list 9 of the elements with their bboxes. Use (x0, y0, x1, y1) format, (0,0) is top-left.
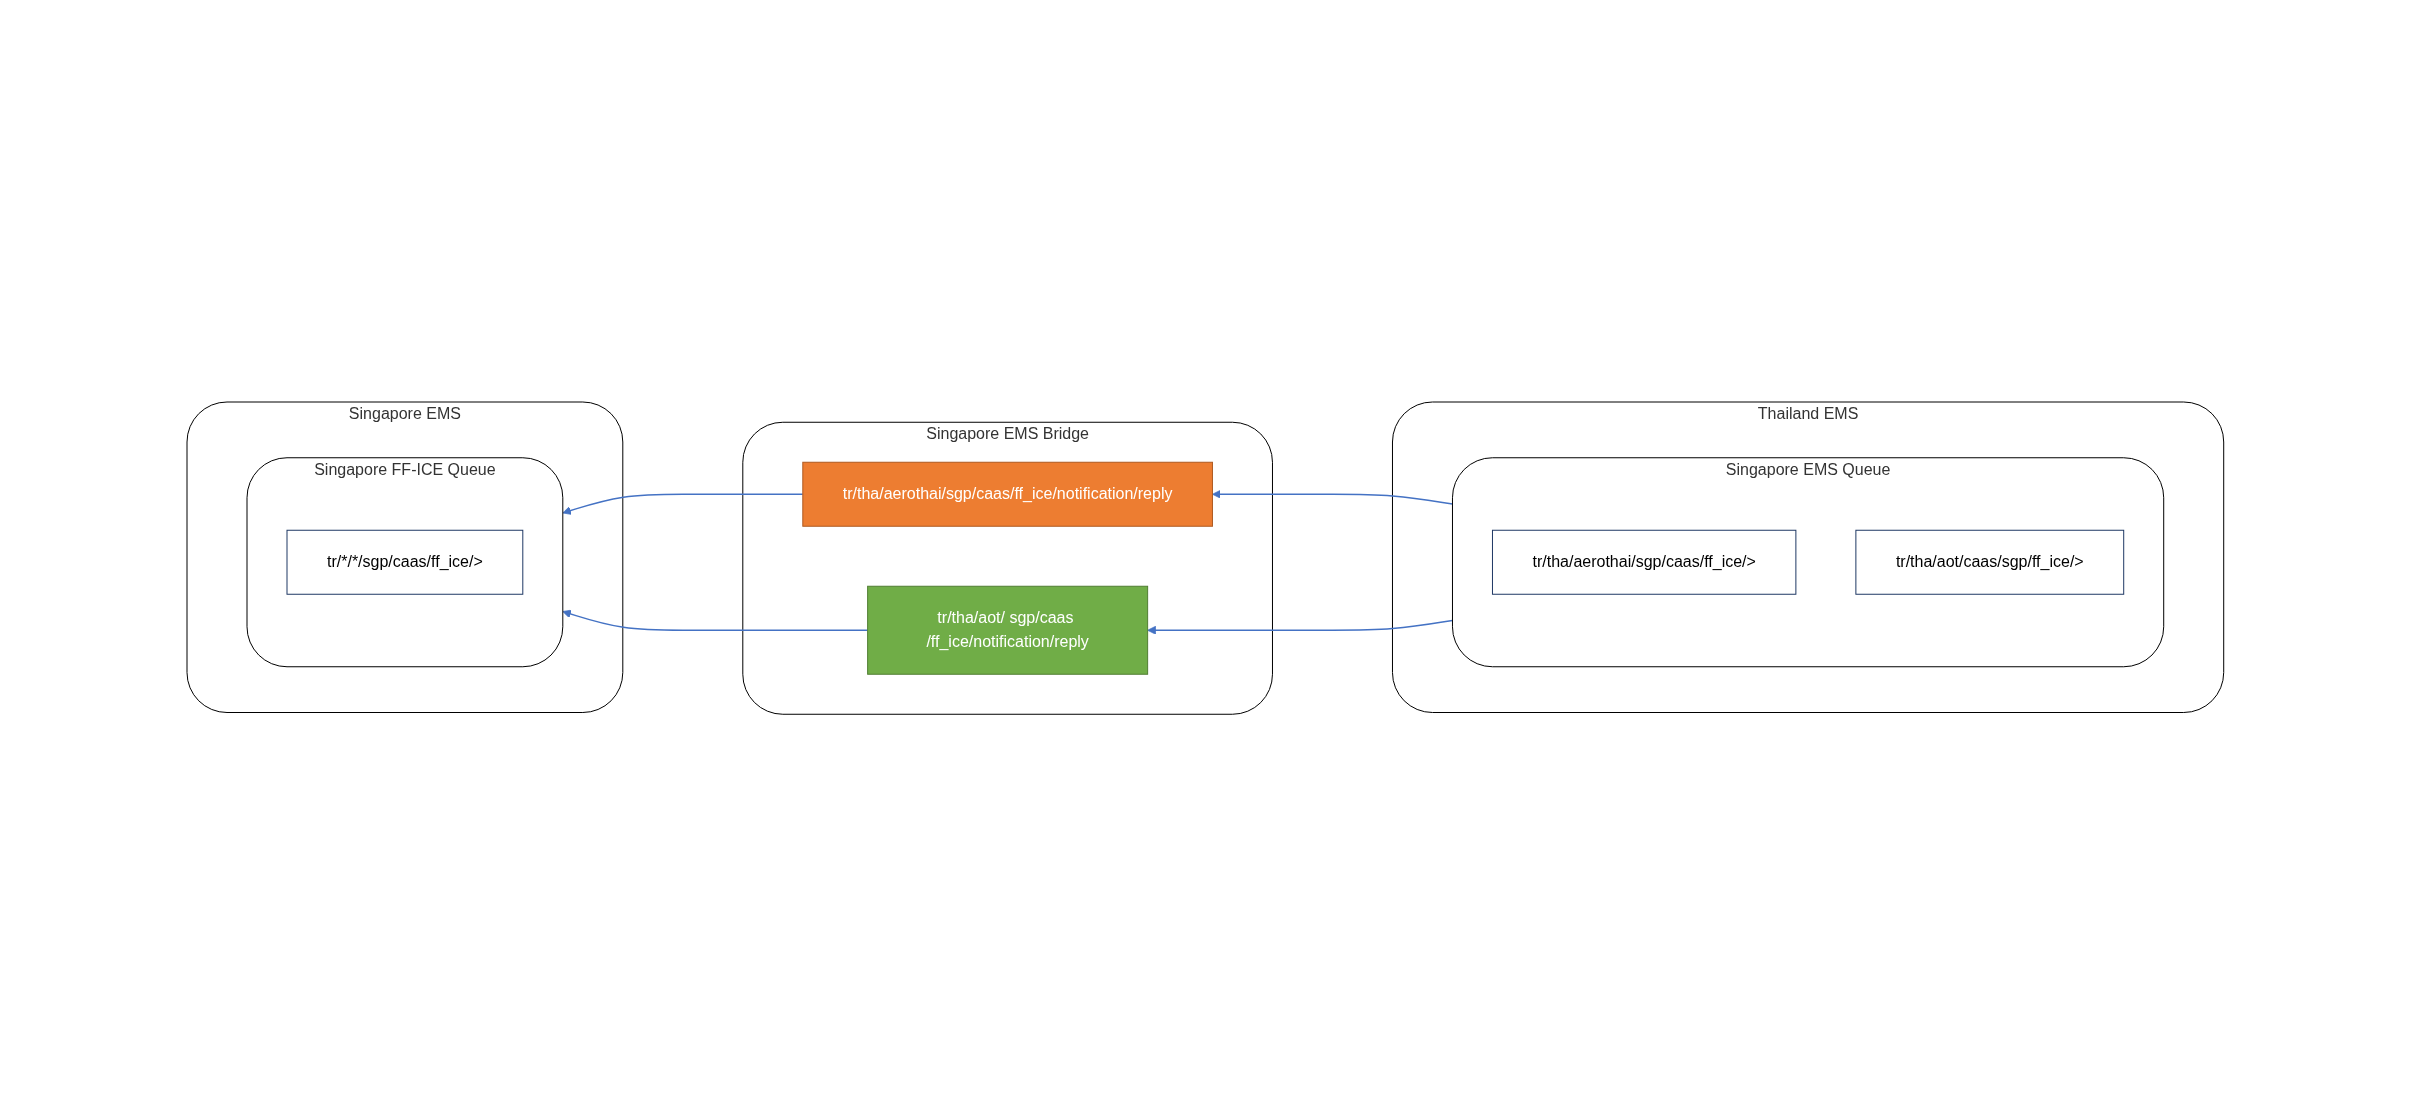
node-box: tr/tha/aot/caas/sgp/ff_ice/> (1855, 529, 2124, 595)
arrow (1146, 619, 1453, 635)
arrow (1211, 489, 1453, 505)
node-box: tr/tha/aerothai/sgp/caas/ff_ice/> (1491, 529, 1796, 595)
arrow (562, 609, 868, 631)
node-box: tr/tha/aerothai/sgp/caas/ff_ice/notification/reply (801, 461, 1213, 527)
arrow (562, 493, 804, 515)
node-box: tr/tha/aot/ sgp/caas /ff_ice/notification/reply (866, 585, 1148, 675)
node-box: tr/*/*/sgp/caas/ff_ice/> (286, 529, 523, 595)
